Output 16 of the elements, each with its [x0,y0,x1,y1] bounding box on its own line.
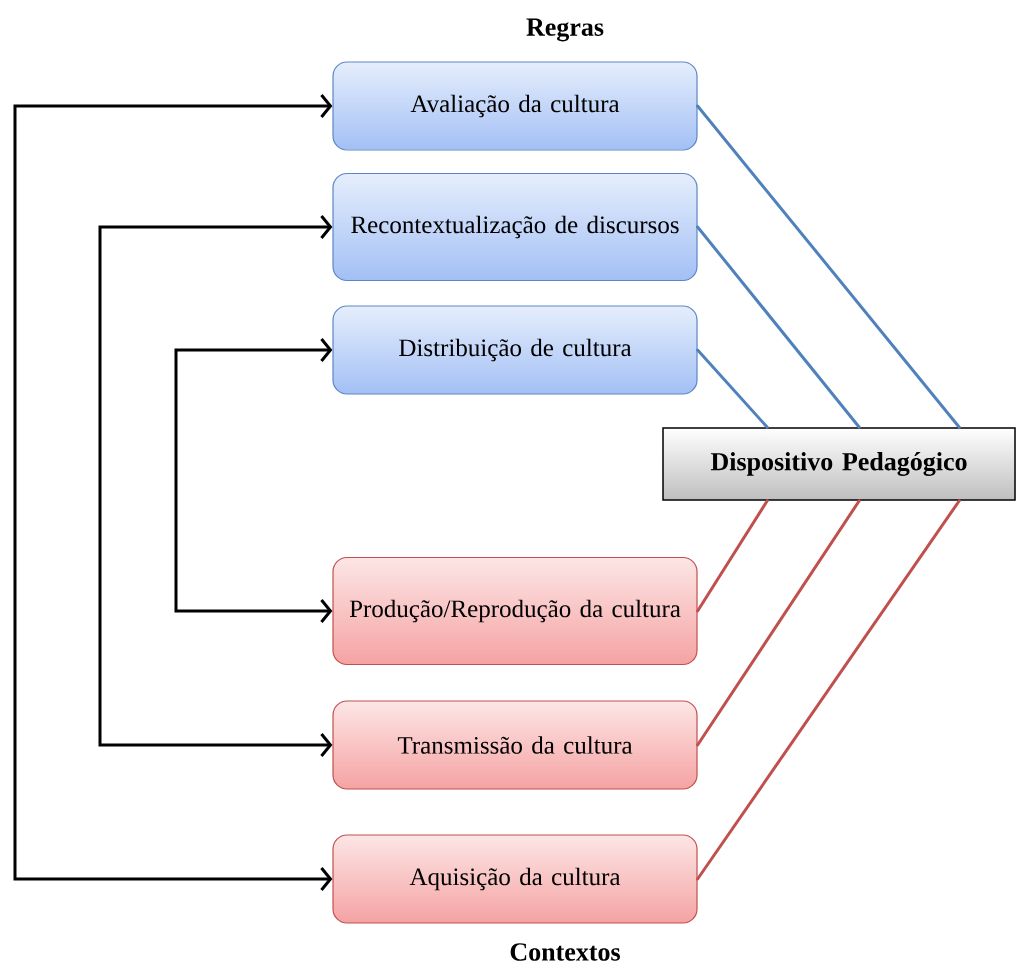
rounded-box: Recontextualização de discursos [332,172,698,282]
rounded-box: Aquisição da cultura [332,834,698,924]
arrow [13,94,333,891]
connector-line [696,104,961,429]
rounded-box: Transmissão da cultura [332,700,698,790]
arrow [98,215,333,757]
rounded-box: Produção/Reprodução da cultura [332,556,698,666]
rounded-box: Distribuição de cultura [332,305,698,395]
connector-line [696,499,861,747]
connector-line [696,499,769,613]
rounded-box: Avaliação da cultura [332,61,698,151]
connector-line [696,348,769,429]
connector-line [696,499,961,881]
connector-line [696,225,861,429]
arrow [174,338,333,623]
label-box: Dispositivo Pedagógico [662,427,1016,501]
